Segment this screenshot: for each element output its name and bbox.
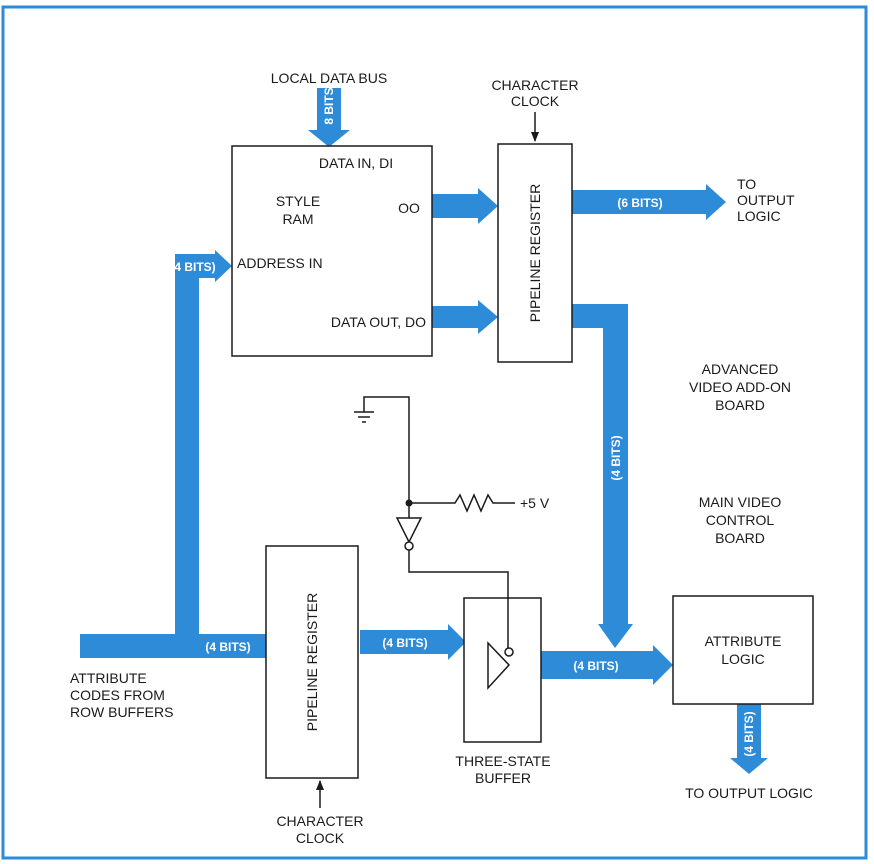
bus-branch-up-label: (4 BITS) [170, 260, 215, 274]
bus-attribute-input-label: (4 BITS) [205, 640, 250, 654]
style-ram-label-2: RAM [282, 211, 313, 227]
pipeline-register-top: PIPELINE REGISTER [497, 143, 573, 363]
bus-attribute-down: (4 BITS) [730, 704, 768, 774]
data-in-label: DATA IN, DI [319, 155, 393, 171]
attribute-codes-label-1: ATTRIBUTE [70, 670, 147, 686]
char-clock-top-label-1: CHARACTER [491, 77, 578, 93]
pipeline-register-bottom: PIPELINE REGISTER [265, 545, 359, 779]
pipeline-register-bottom-label: PIPELINE REGISTER [304, 593, 320, 731]
bus-branch-up: (4 BITS) [170, 250, 232, 654]
bus-pipeline-to-buffer: (4 BITS) [360, 624, 466, 660]
advanced-video-label-1: ADVANCED [702, 361, 779, 377]
junction-dot [405, 499, 413, 507]
data-out-label: DATA OUT, DO [331, 314, 426, 330]
pipeline-register-top-label: PIPELINE REGISTER [527, 184, 543, 322]
three-state-buffer-block [463, 597, 542, 743]
char-clock-bottom-label-2: CLOCK [296, 830, 345, 846]
bus-buffer-to-attribute: (4 BITS) [541, 645, 673, 685]
plus-5v-label: +5 V [520, 495, 550, 511]
to-output-top-2: OUTPUT [737, 192, 795, 208]
to-output-bottom-label: TO OUTPUT LOGIC [685, 785, 813, 801]
bus-ram-data-out [432, 300, 498, 334]
bus-six-bits-out: (6 BITS) [572, 184, 726, 220]
attribute-logic-label-2: LOGIC [721, 651, 765, 667]
buffer-symbol [487, 641, 511, 690]
bus-local-data: 8 BITS [308, 87, 350, 147]
attribute-logic-label-1: ATTRIBUTE [705, 633, 782, 649]
enable-circuit [354, 396, 515, 648]
three-state-label-2: BUFFER [475, 770, 531, 786]
three-state-label-1: THREE-STATE [455, 753, 550, 769]
to-output-top-3: LOGIC [737, 208, 781, 224]
attribute-codes-label-3: ROW BUFFERS [70, 704, 173, 720]
main-video-label-2: CONTROL [706, 512, 775, 528]
style-ram-label-1: STYLE [276, 193, 320, 209]
advanced-video-label-2: VIDEO ADD-ON [689, 379, 791, 395]
diagram-frame [1, 5, 868, 860]
oo-label: OO [398, 200, 420, 216]
bus-to-attr-label: (4 BITS) [573, 659, 618, 673]
attribute-codes-label-2: CODES FROM [70, 687, 165, 703]
local-data-bus-label: LOCAL DATA BUS [271, 70, 387, 86]
attribute-logic-block: ATTRIBUTE LOGIC [672, 595, 814, 705]
to-output-top-1: TO [737, 176, 756, 192]
bus-vertical-label: (4 BITS) [609, 435, 623, 480]
style-ram-block: DATA IN, DI STYLE RAM OO ADDRESS IN DATA… [231, 145, 433, 357]
main-video-label-3: BOARD [715, 530, 765, 546]
char-clock-bottom-label-1: CHARACTER [276, 813, 363, 829]
char-clock-top-label-2: CLOCK [511, 93, 560, 109]
main-video-label-1: MAIN VIDEO [699, 494, 782, 510]
bus-mid-label: (4 BITS) [382, 636, 427, 650]
bus-ram-oo [432, 188, 498, 224]
advanced-video-label-3: BOARD [715, 397, 765, 413]
address-in-label: ADDRESS IN [237, 255, 323, 271]
bus-pipeline-to-attribute: (4 BITS) [572, 304, 633, 648]
bus-down-label: (4 BITS) [742, 711, 756, 756]
bus-six-bits-label: (6 BITS) [617, 196, 662, 210]
bus-local-data-label: 8 BITS [322, 87, 336, 124]
